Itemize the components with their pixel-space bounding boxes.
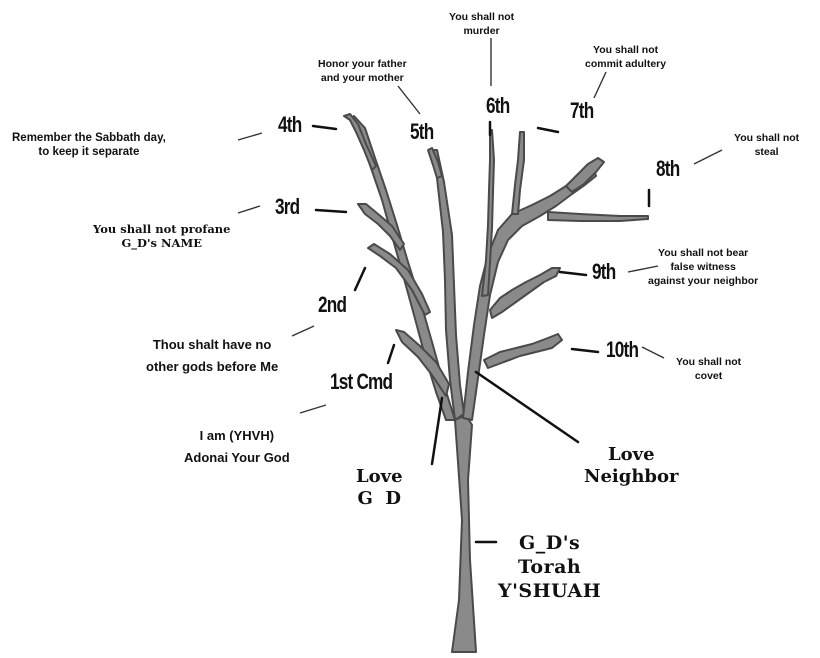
ordinal-6th: 6th [486,93,510,118]
ordinal-8th: 8th [656,156,680,181]
text-3rd: You shall not profane G_D's NAME [93,222,231,250]
branch-2nd [367,243,431,316]
branch-4th [343,113,377,171]
description-lines [237,38,723,414]
branch-10th [483,333,563,369]
leader-10th [570,347,600,354]
text-7th: You shall not commit adultery [585,44,667,70]
leader-love-neighbor [474,370,580,444]
ordinal-7th: 7th [570,98,594,123]
desc-line-7 [593,71,607,99]
branch-3rd [357,203,405,251]
text-9th: You shall not bear false witness against… [648,247,759,287]
leader-love-god [430,396,444,466]
branch-8th-top [565,157,605,193]
text-5th: Honor your father and your mother [318,58,407,84]
leader-9th [558,270,588,277]
desc-line-10 [641,346,665,359]
text-1st: I am (YHVH) Adonai Your God [184,428,290,465]
ordinal-1st: 1st Cmd [330,369,393,394]
branch-9th [489,267,561,319]
text-8th: You shall not steal [734,132,800,158]
leader-4th [311,124,338,131]
ordinal-2nd: 2nd [318,292,347,317]
label-love-god: Love G D [356,466,403,509]
text-4th: Remember the Sabbath day, to keep it sep… [12,132,166,158]
trunk [451,414,477,653]
desc-line-5 [397,85,421,115]
ordinal-3rd: 3rd [275,194,300,219]
ordinal-5th: 5th [410,119,434,144]
ordinal-4th: 4th [278,112,302,137]
branch-5th [427,147,443,179]
text-2nd: Thou shalt have no other gods before Me [146,337,279,374]
branch-8th [547,211,649,222]
leader-3rd [314,208,348,214]
leader-1st [386,343,396,365]
label-love-neighbor: Love Neighbor [584,444,679,487]
branch-1st [395,329,450,397]
desc-line-2 [291,325,315,337]
ordinal-9th: 9th [592,259,616,284]
desc-line-8 [693,149,723,165]
desc-line-4 [237,132,263,141]
desc-line-3 [237,205,261,214]
label-trunk: G_D's Torah Y'SHUAH [498,532,602,602]
text-6th: You shall not murder [449,11,515,37]
connector-lines [311,120,651,544]
text-10th: You shall not covet [676,356,742,382]
tree-shape [343,113,649,653]
left-center-stem [431,149,465,421]
ordinal-10th: 10th [606,337,639,362]
branch-7th [511,131,525,215]
desc-line-1 [299,404,327,414]
branch-6th [481,129,495,297]
leader-7th [536,126,560,134]
desc-line-9 [627,265,659,273]
leader-2nd [353,266,367,292]
